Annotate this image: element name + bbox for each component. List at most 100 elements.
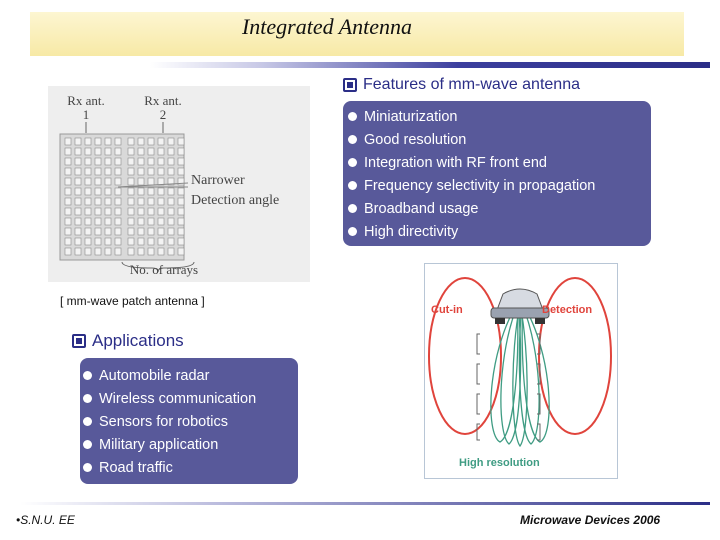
patch-element — [94, 167, 102, 176]
patch-element — [127, 227, 135, 236]
patch-element — [157, 227, 165, 236]
patch-element — [114, 157, 122, 166]
patch-element — [137, 167, 145, 176]
patch-element — [104, 217, 112, 226]
patch-element — [104, 207, 112, 216]
patch-element — [137, 197, 145, 206]
patch-element — [147, 227, 155, 236]
patch-element — [157, 187, 165, 196]
patch-element — [104, 197, 112, 206]
patch-element — [84, 227, 92, 236]
patch-element — [94, 147, 102, 156]
patch-element — [114, 167, 122, 176]
patch-element — [84, 187, 92, 196]
applications-panel: Automobile radar Wireless communication … — [80, 358, 298, 484]
patch-element — [167, 207, 175, 216]
patch-element — [137, 207, 145, 216]
patch-element — [157, 157, 165, 166]
patch-element — [177, 247, 185, 256]
cut-in-label: Cut-in — [431, 304, 463, 316]
radar-figure: Cut-in Detection High resolution — [424, 263, 618, 479]
bullet-icon — [348, 112, 357, 121]
patch-element — [167, 177, 175, 186]
patch-element — [64, 157, 72, 166]
patch-element — [94, 227, 102, 236]
patch-element — [94, 197, 102, 206]
patch-element — [137, 187, 145, 196]
footer-right: Microwave Devices 2006 — [520, 513, 661, 527]
angle-line-2 — [117, 182, 189, 188]
feature-item: Broadband usage — [348, 197, 651, 220]
patch-element — [137, 217, 145, 226]
patch-element — [84, 147, 92, 156]
patch-element — [114, 137, 122, 146]
patch-element — [177, 187, 185, 196]
patch-element — [74, 237, 82, 246]
patch-element — [64, 187, 72, 196]
patch-element — [74, 177, 82, 186]
patch-element — [167, 197, 175, 206]
patch-element — [94, 207, 102, 216]
patch-element — [147, 187, 155, 196]
patch-element — [114, 237, 122, 246]
rx1-number: 1 — [83, 107, 90, 122]
bullet-icon — [83, 371, 92, 380]
patch-element — [74, 147, 82, 156]
footer-left: •S.N.U. EE — [16, 513, 75, 527]
patch-element — [74, 227, 82, 236]
feature-item: Good resolution — [348, 128, 651, 151]
patch-element — [74, 187, 82, 196]
patch-element — [84, 177, 92, 186]
slide-title: Integrated Antenna — [241, 14, 413, 39]
patch-element — [157, 147, 165, 156]
patch-element — [94, 247, 102, 256]
application-item: Military application — [83, 433, 298, 456]
patch-element — [167, 157, 175, 166]
patch-element — [104, 167, 112, 176]
patch-element — [64, 137, 72, 146]
patch-element — [177, 237, 185, 246]
patch-element — [64, 197, 72, 206]
patch-element — [167, 187, 175, 196]
bullet-icon — [348, 181, 357, 190]
patch-element — [74, 157, 82, 166]
patch-element — [114, 247, 122, 256]
patch-element — [94, 177, 102, 186]
patch-element — [64, 207, 72, 216]
patch-element — [64, 217, 72, 226]
patch-element — [177, 157, 185, 166]
patch-element — [137, 247, 145, 256]
patch-element — [127, 197, 135, 206]
patch-element — [94, 217, 102, 226]
patch-element — [147, 157, 155, 166]
patch-element — [74, 197, 82, 206]
patch-element — [167, 247, 175, 256]
patch-grid — [64, 137, 185, 256]
patch-element — [74, 137, 82, 146]
patch-element — [84, 157, 92, 166]
features-list: Miniaturization Good resolution Integrat… — [343, 101, 651, 243]
patch-element — [127, 187, 135, 196]
patch-element — [74, 217, 82, 226]
narrower-label: Narrower — [191, 173, 245, 188]
patch-element — [177, 217, 185, 226]
patch-element — [104, 187, 112, 196]
footer-divider — [20, 502, 710, 505]
rx2-label: Rx ant. — [144, 93, 182, 108]
patch-element — [127, 207, 135, 216]
application-item: Automobile radar — [83, 364, 298, 387]
patch-element — [167, 147, 175, 156]
patch-element — [157, 167, 165, 176]
patch-element — [177, 177, 185, 186]
patch-element — [104, 157, 112, 166]
radar-diagram: Cut-in Detection High resolution — [428, 277, 612, 469]
antenna-figure: Rx ant. 1 Rx ant. 2 Narrower Detection a… — [48, 86, 310, 282]
patch-element — [74, 247, 82, 256]
patch-element — [64, 247, 72, 256]
patch-element — [84, 167, 92, 176]
patch-element — [114, 177, 122, 186]
patch-element — [127, 167, 135, 176]
patch-element — [84, 217, 92, 226]
patch-element — [157, 207, 165, 216]
patch-element — [94, 157, 102, 166]
